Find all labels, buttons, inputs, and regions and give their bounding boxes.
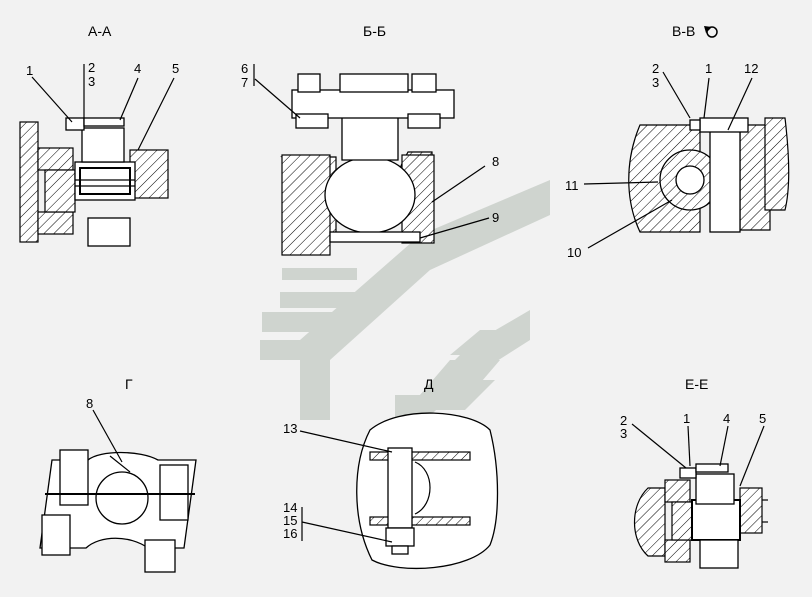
callout: 3 — [620, 426, 627, 441]
callout: 14 — [283, 500, 297, 515]
callout: 2 — [88, 60, 95, 75]
view-ee: Е-Е 2 3 1 4 5 — [620, 376, 768, 569]
callout: 1 — [683, 411, 690, 426]
view-d-title: Д — [424, 376, 434, 392]
watermark-logo — [260, 180, 550, 420]
callout: 12 — [744, 61, 758, 76]
callout: 13 — [283, 421, 297, 436]
callout: 6 — [241, 61, 248, 76]
callout: 8 — [492, 154, 499, 169]
view-g-title: Г — [125, 376, 133, 392]
callout: 9 — [492, 210, 499, 225]
view-bb: Б-Б 6 7 8 9 — [241, 23, 499, 256]
callout: 4 — [134, 61, 141, 76]
callout: 15 — [283, 513, 297, 528]
callout: 5 — [172, 61, 179, 76]
callout: 2 — [652, 61, 659, 76]
callout: 3 — [88, 74, 95, 89]
rotation-icon — [704, 26, 718, 38]
callout: 1 — [705, 61, 712, 76]
callout: 7 — [241, 75, 248, 90]
view-aa-title: А-А — [88, 23, 112, 39]
callout: 3 — [652, 75, 659, 90]
view-vv: В-В 2 3 1 12 11 10 — [565, 23, 790, 260]
view-ee-title: Е-Е — [685, 376, 708, 392]
view-g: Г 8 — [39, 376, 197, 573]
view-aa: А-А 1 2 3 4 5 — [19, 23, 179, 247]
view-d: Д 13 14 15 16 — [283, 376, 499, 569]
callout: 11 — [565, 178, 579, 193]
callout: 4 — [723, 411, 730, 426]
callout: 16 — [283, 526, 297, 541]
callout: 10 — [567, 245, 581, 260]
view-vv-title: В-В — [672, 23, 695, 39]
callout: 2 — [620, 413, 627, 428]
callout: 5 — [759, 411, 766, 426]
callout: 8 — [86, 396, 93, 411]
callout: 1 — [26, 63, 33, 78]
view-bb-title: Б-Б — [363, 23, 386, 39]
